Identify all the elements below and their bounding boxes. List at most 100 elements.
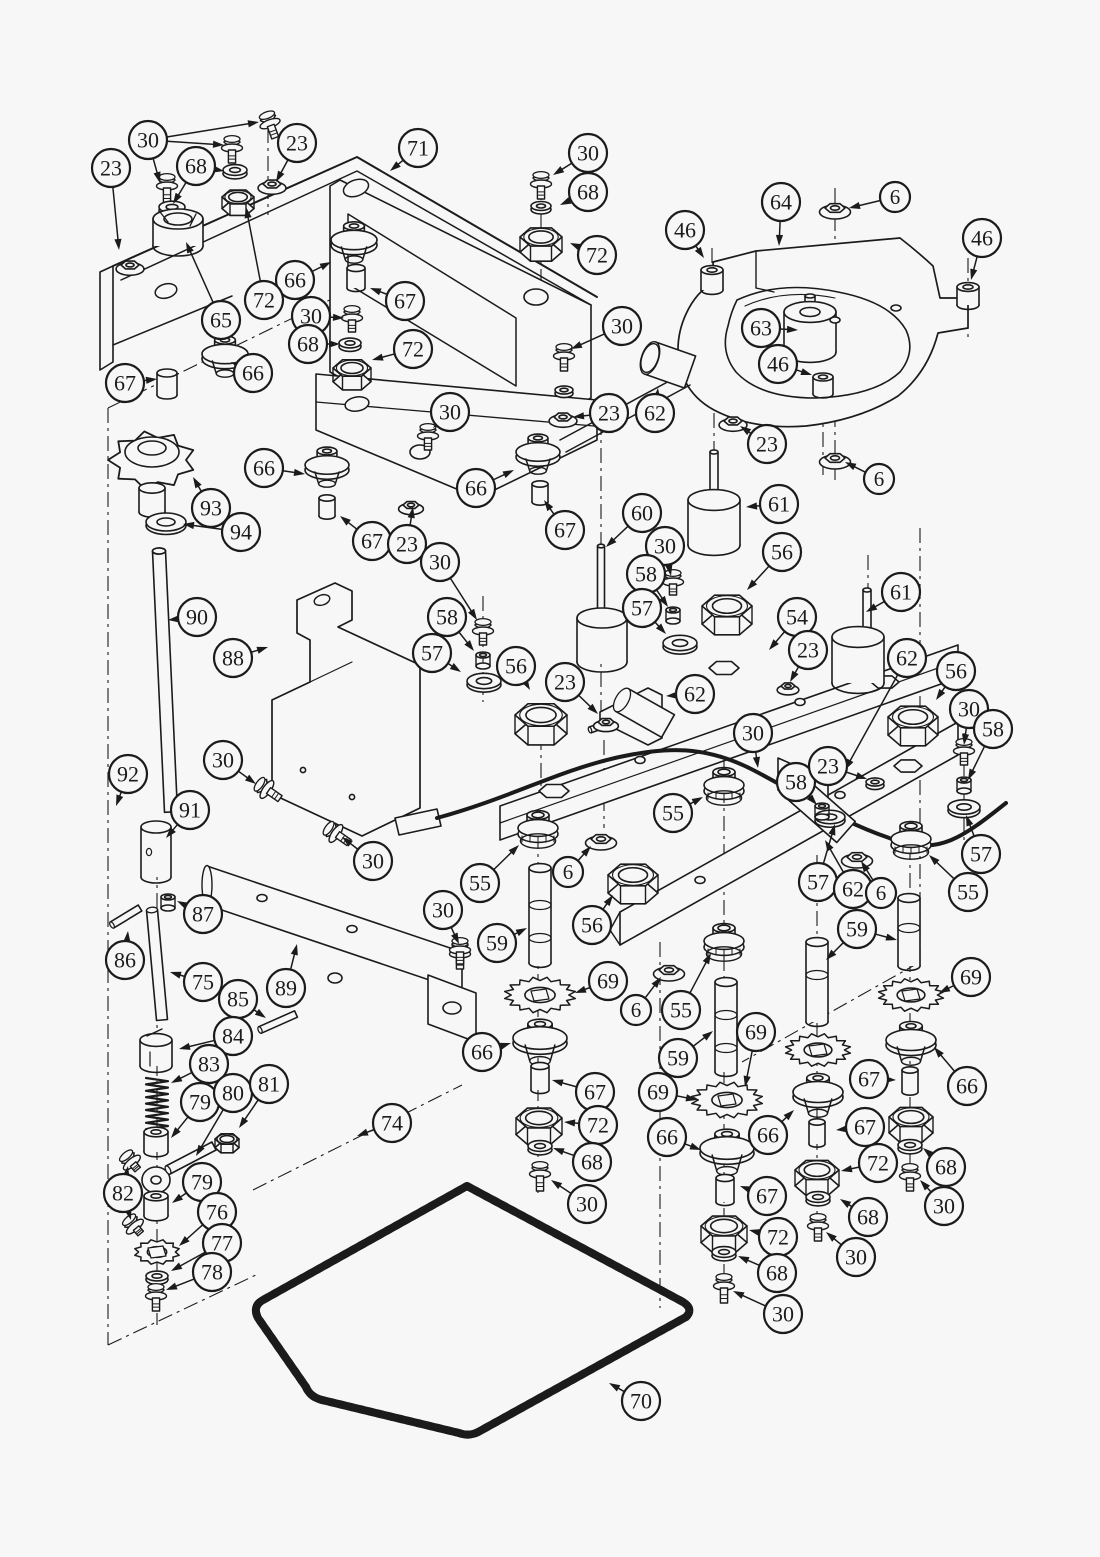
svg-text:30: 30	[958, 697, 980, 722]
svg-text:87: 87	[192, 902, 214, 927]
balloon-57: 57	[621, 587, 663, 629]
svg-text:70: 70	[630, 1389, 652, 1414]
balloon-57: 57	[960, 833, 1002, 875]
balloon-94: 94	[220, 511, 262, 553]
balloon-72: 72	[243, 279, 285, 321]
svg-text:66: 66	[757, 1123, 779, 1148]
balloon-83: 83	[188, 1043, 230, 1085]
balloon-56: 56	[935, 650, 977, 692]
svg-text:59: 59	[667, 1046, 689, 1071]
svg-text:66: 66	[284, 268, 306, 293]
balloon-92: 92	[107, 753, 149, 795]
svg-text:64: 64	[770, 190, 792, 215]
svg-text:68: 68	[581, 1150, 603, 1175]
svg-text:57: 57	[807, 870, 829, 895]
svg-text:67: 67	[756, 1184, 778, 1209]
balloon-66: 66	[455, 467, 497, 509]
balloon-55: 55	[947, 871, 989, 913]
svg-text:56: 56	[581, 913, 603, 938]
balloon-69: 69	[587, 960, 629, 1002]
balloon-88: 88	[212, 637, 254, 679]
balloon-67: 67	[544, 509, 586, 551]
svg-text:58: 58	[635, 562, 657, 587]
balloon-61: 61	[758, 483, 800, 525]
balloon-66: 66	[946, 1065, 988, 1107]
balloon-30: 30	[352, 840, 394, 882]
balloon-30: 30	[923, 1185, 965, 1227]
balloon-80: 80	[212, 1072, 254, 1114]
svg-text:62: 62	[842, 877, 864, 902]
balloon-82: 82	[102, 1172, 144, 1214]
svg-text:63: 63	[750, 316, 772, 341]
svg-text:30: 30	[577, 141, 599, 166]
balloon-62: 62	[832, 868, 874, 910]
svg-text:56: 56	[945, 659, 967, 684]
svg-text:6: 6	[563, 860, 574, 884]
svg-text:30: 30	[933, 1194, 955, 1219]
balloon-66: 66	[461, 1031, 503, 1073]
svg-text:89: 89	[275, 976, 297, 1001]
svg-text:72: 72	[767, 1225, 789, 1250]
balloon-87: 87	[182, 893, 224, 935]
balloon-59: 59	[657, 1037, 699, 1079]
balloon-23: 23	[807, 745, 849, 787]
balloon-58: 58	[426, 596, 468, 638]
balloon-75: 75	[182, 961, 224, 1003]
svg-text:59: 59	[846, 917, 868, 942]
svg-text:66: 66	[956, 1074, 978, 1099]
balloon-30: 30	[601, 305, 643, 347]
balloon-72: 72	[857, 1142, 899, 1184]
balloon-85: 85	[217, 978, 259, 1020]
svg-text:30: 30	[742, 721, 764, 746]
svg-text:72: 72	[402, 337, 424, 362]
balloon-30: 30	[290, 295, 332, 337]
balloon-76: 76	[196, 1191, 238, 1233]
svg-text:71: 71	[407, 136, 429, 161]
svg-text:90: 90	[186, 605, 208, 630]
svg-text:76: 76	[206, 1200, 228, 1225]
svg-text:68: 68	[297, 332, 319, 357]
balloon-66: 66	[243, 447, 285, 489]
balloon-68: 68	[847, 1196, 889, 1238]
svg-text:58: 58	[785, 770, 807, 795]
balloon-67: 67	[574, 1071, 616, 1113]
svg-text:23: 23	[554, 670, 576, 695]
svg-text:72: 72	[587, 1113, 609, 1138]
balloon-23: 23	[276, 122, 318, 164]
balloon-66: 66	[232, 352, 274, 394]
balloon-66: 66	[747, 1114, 789, 1156]
svg-text:30: 30	[429, 550, 451, 575]
balloon-68: 68	[756, 1252, 798, 1294]
balloon-23: 23	[386, 523, 428, 565]
balloon-67: 67	[104, 362, 146, 404]
svg-text:23: 23	[100, 156, 122, 181]
svg-text:94: 94	[230, 520, 252, 545]
svg-text:67: 67	[394, 289, 416, 314]
svg-text:69: 69	[960, 965, 982, 990]
svg-text:30: 30	[432, 898, 454, 923]
balloon-57: 57	[797, 861, 839, 903]
balloon-84: 84	[212, 1015, 254, 1057]
svg-text:30: 30	[845, 1245, 867, 1270]
balloon-72: 72	[577, 1104, 619, 1146]
svg-text:55: 55	[469, 871, 491, 896]
balloon-64: 64	[760, 181, 802, 223]
svg-text:68: 68	[577, 180, 599, 205]
balloon-30: 30	[762, 1293, 804, 1335]
svg-text:67: 67	[854, 1115, 876, 1140]
balloon-30: 30	[566, 1183, 608, 1225]
svg-text:23: 23	[598, 401, 620, 426]
svg-text:80: 80	[222, 1081, 244, 1106]
svg-text:91: 91	[179, 798, 201, 823]
balloon-30: 30	[732, 712, 774, 754]
svg-text:67: 67	[114, 371, 136, 396]
svg-text:54: 54	[786, 605, 808, 630]
svg-text:77: 77	[211, 1231, 233, 1256]
svg-text:30: 30	[576, 1192, 598, 1217]
svg-text:62: 62	[896, 646, 918, 671]
svg-text:57: 57	[970, 842, 992, 867]
balloon-65: 65	[200, 299, 242, 341]
svg-text:30: 30	[137, 128, 159, 153]
balloon-72: 72	[757, 1216, 799, 1258]
balloon-23: 23	[787, 629, 829, 671]
